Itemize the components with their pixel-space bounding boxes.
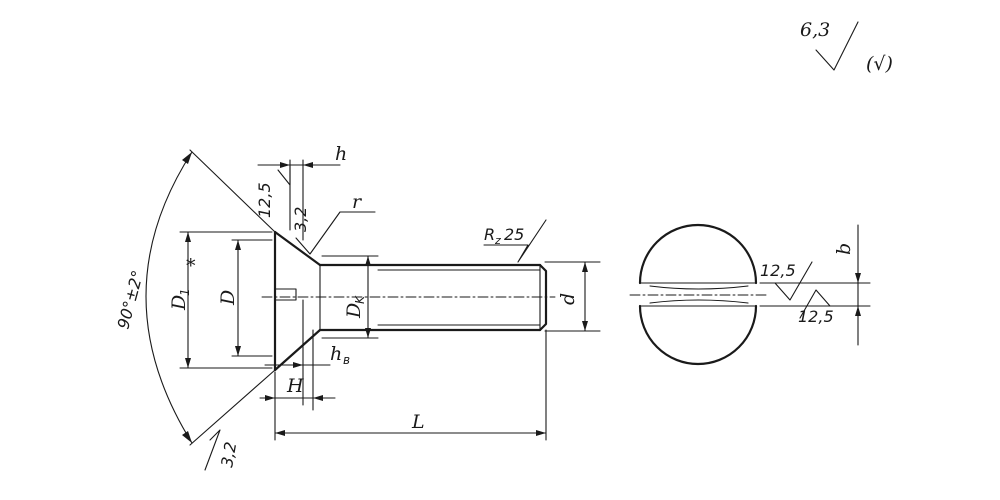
dim-d-head: D xyxy=(217,239,273,357)
dim-dk-label: D xyxy=(343,303,365,319)
roughness-cone-bottom-symbol xyxy=(204,429,221,471)
roughness-head-top-value: 12,5 xyxy=(255,182,274,218)
end-view-upper-arc xyxy=(638,223,758,285)
dim-b: b xyxy=(759,224,871,346)
dim-d1-star: * xyxy=(186,255,196,277)
slot-inner-top xyxy=(649,285,749,290)
roughness-head-top: 12,5 xyxy=(255,165,291,218)
dim-b-label: b xyxy=(833,243,855,255)
dim-thread-d: d xyxy=(544,261,601,332)
slot-inner-bottom xyxy=(649,299,749,304)
dim-L: L xyxy=(274,329,547,441)
general-roughness-value: 6,3 xyxy=(800,19,830,41)
roughness-check-symbol xyxy=(815,21,859,71)
roughness-slot-lower-symbol xyxy=(799,289,831,319)
dim-dk: D K xyxy=(321,255,379,339)
dim-hb-sub: в xyxy=(343,353,350,367)
dim-hb-h: h в H xyxy=(259,299,350,441)
angle-arc xyxy=(145,151,193,444)
roughness-slot-upper-value: 12,5 xyxy=(760,261,796,280)
cone-upper xyxy=(273,230,322,267)
angle-label: 90°±2° xyxy=(114,268,148,331)
shank-end xyxy=(538,263,548,332)
dim-h-label: h xyxy=(335,143,347,165)
dim-L-label: L xyxy=(411,411,425,433)
dim-d1: D 1 * xyxy=(168,231,273,369)
roughness-cone-bottom-value: 3,2 xyxy=(217,440,240,468)
roughness-thread-symbol xyxy=(483,219,547,263)
roughness-thread-value: 25 xyxy=(504,225,524,244)
dim-d-label: D xyxy=(217,290,239,306)
dim-thread-d-label: d xyxy=(557,293,579,305)
roughness-thread: R z 25 xyxy=(483,219,547,263)
dim-angle: 90°±2° xyxy=(114,149,276,446)
roughness-thread-sub: z xyxy=(494,234,501,247)
dim-d1-sub: 1 xyxy=(178,288,192,296)
general-roughness-note: (√) xyxy=(866,53,893,75)
general-roughness-mark: 6,3 (√) xyxy=(800,19,893,75)
roughness-cone: 3,2 r xyxy=(291,191,376,255)
roughness-head-top-symbol xyxy=(277,165,291,186)
roughness-slot-upper-symbol xyxy=(774,261,813,301)
screw-end-view xyxy=(629,223,767,366)
roughness-slot-upper: 12,5 xyxy=(760,261,813,301)
roughness-slot-lower: 12,5 xyxy=(798,289,834,326)
roughness-cone-bottom: 3,2 xyxy=(204,429,240,471)
dim-r-label: r xyxy=(352,191,363,213)
end-view-lower-arc xyxy=(638,304,758,366)
angle-ext-bottom xyxy=(189,369,276,446)
roughness-cone-value: 3,2 xyxy=(291,207,310,232)
roughness-slot-lower-value: 12,5 xyxy=(798,307,834,326)
head-slot xyxy=(274,288,297,301)
dim-hb-label: h xyxy=(330,343,342,365)
roughness-thread-letter: R xyxy=(484,225,495,244)
dim-d1-label: D xyxy=(168,295,190,311)
dim-H-label: H xyxy=(286,375,304,397)
angle-ext-top xyxy=(189,149,276,233)
screw-side-view xyxy=(261,230,556,372)
dim-dk-sub: K xyxy=(353,295,367,304)
roughness-cone-symbol xyxy=(295,211,376,255)
